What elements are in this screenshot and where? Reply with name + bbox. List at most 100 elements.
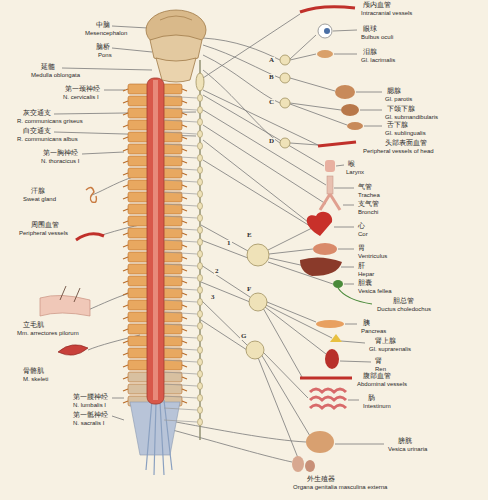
nerve-lines bbox=[203, 110, 326, 185]
callout-letter: C bbox=[268, 99, 275, 106]
ganglia bbox=[280, 138, 290, 148]
latin-label: Pons bbox=[97, 52, 113, 58]
part-label: 胰 bbox=[362, 320, 371, 327]
nerve-lines bbox=[112, 26, 148, 28]
latin-label: Mm. arrectores pilorum bbox=[16, 330, 80, 336]
nerve-lines bbox=[334, 188, 354, 189]
rami-lines bbox=[164, 144, 197, 146]
rami-lines bbox=[164, 108, 197, 110]
part-label: 汗腺 bbox=[30, 188, 46, 195]
rami-lines bbox=[164, 180, 197, 182]
organ-figures bbox=[330, 334, 342, 342]
sympathetic-trunk bbox=[198, 179, 203, 186]
nerve-lines bbox=[203, 14, 300, 78]
nerve-lines bbox=[360, 110, 382, 111]
nerve-lines bbox=[165, 420, 306, 442]
rami-lines bbox=[164, 312, 197, 314]
nerve-lines bbox=[267, 302, 316, 322]
latin-label: Hepar bbox=[357, 271, 375, 277]
ganglia bbox=[246, 341, 264, 359]
latin-label: Gl. submandibularis bbox=[384, 114, 439, 120]
rami-lines bbox=[164, 396, 197, 398]
callout-letter: D bbox=[268, 138, 275, 145]
nerve-lines bbox=[344, 284, 354, 285]
latin-label: Larynx bbox=[345, 169, 365, 175]
brainstem bbox=[146, 10, 206, 82]
latin-label: N. lumbalis I bbox=[72, 402, 107, 408]
callout-letter: 1 bbox=[226, 240, 232, 247]
nerve-lines bbox=[82, 152, 124, 154]
part-label: 第一腰神经 bbox=[72, 394, 109, 401]
latin-label: Gl. sublingualis bbox=[384, 130, 427, 136]
ganglia bbox=[280, 73, 290, 83]
rami-lines bbox=[164, 120, 197, 122]
part-label: 脑桥 bbox=[95, 44, 111, 51]
part-label: 立毛肌 bbox=[22, 322, 45, 329]
ganglia bbox=[196, 55, 290, 359]
part-label: 骨骼肌 bbox=[22, 368, 45, 375]
rami-lines bbox=[164, 168, 197, 170]
part-label: 肠 bbox=[367, 395, 376, 402]
nerve-lines bbox=[54, 14, 384, 462]
part-label: 腹部血管 bbox=[362, 373, 392, 380]
organ-figures bbox=[300, 257, 342, 276]
nerve-lines bbox=[112, 48, 152, 52]
nerve-lines bbox=[112, 398, 124, 399]
part-label: 舌下腺 bbox=[386, 122, 409, 129]
nerve-lines bbox=[203, 125, 326, 204]
organ-figures bbox=[325, 160, 335, 172]
part-label: 灰交通支 bbox=[22, 110, 52, 117]
rami-lines bbox=[164, 264, 197, 266]
nerve-lines bbox=[203, 90, 320, 146]
sympathetic-trunk bbox=[198, 131, 203, 138]
rami-lines bbox=[164, 288, 197, 290]
ganglia bbox=[280, 55, 290, 65]
part-label: 喉 bbox=[347, 161, 356, 168]
organ-figures bbox=[300, 7, 355, 12]
part-label: 胃 bbox=[357, 245, 366, 252]
nerve-lines bbox=[343, 205, 354, 206]
nerve-lines bbox=[364, 126, 382, 127]
nerve-lines bbox=[265, 307, 326, 354]
peripheral-targets bbox=[74, 288, 80, 302]
sympathetic-trunk bbox=[198, 107, 203, 114]
organ-figures bbox=[320, 194, 340, 210]
rami-lines bbox=[164, 156, 197, 158]
part-label: 支气管 bbox=[357, 201, 380, 208]
rami-lines bbox=[164, 408, 197, 410]
organ-figures bbox=[313, 243, 337, 255]
nerve-lines bbox=[203, 160, 310, 226]
rami-lines bbox=[164, 348, 197, 350]
sympathetic-trunk bbox=[198, 371, 203, 378]
rami-lines bbox=[164, 360, 197, 362]
sympathetic-trunk bbox=[198, 287, 203, 294]
latin-label: Intestinum bbox=[362, 403, 392, 409]
callout-letter: 3 bbox=[210, 294, 216, 301]
nerve-lines bbox=[356, 92, 382, 93]
brainstem bbox=[150, 35, 202, 62]
latin-label: Peripheral vessels bbox=[18, 230, 69, 236]
nerve-lines bbox=[263, 352, 308, 398]
peripheral-targets bbox=[76, 234, 104, 240]
callout-letter: B bbox=[268, 74, 275, 81]
organ-figures bbox=[333, 280, 343, 288]
rami-lines bbox=[164, 276, 197, 278]
organ-figures bbox=[335, 85, 355, 99]
latin-label: Mesencephalon bbox=[84, 30, 128, 36]
latin-label: Ren bbox=[374, 366, 387, 372]
nerve-lines bbox=[290, 78, 335, 91]
nerve-lines bbox=[203, 140, 308, 222]
part-label: 气管 bbox=[357, 184, 373, 191]
sympathetic-trunk bbox=[198, 167, 203, 174]
ganglia bbox=[249, 293, 267, 311]
sympathetic-trunk bbox=[198, 263, 203, 270]
part-label: 膀胱 bbox=[397, 438, 413, 445]
nerve-lines bbox=[261, 354, 310, 436]
part-label: 肾 bbox=[374, 358, 383, 365]
sympathetic-trunk bbox=[198, 191, 203, 198]
nerve-lines bbox=[269, 258, 305, 266]
latin-label: N. thoracicus I bbox=[40, 158, 80, 164]
sympathetic-trunk bbox=[198, 227, 203, 234]
sympathetic-trunk bbox=[198, 323, 203, 330]
part-label: 第一颈神经 bbox=[64, 86, 101, 93]
